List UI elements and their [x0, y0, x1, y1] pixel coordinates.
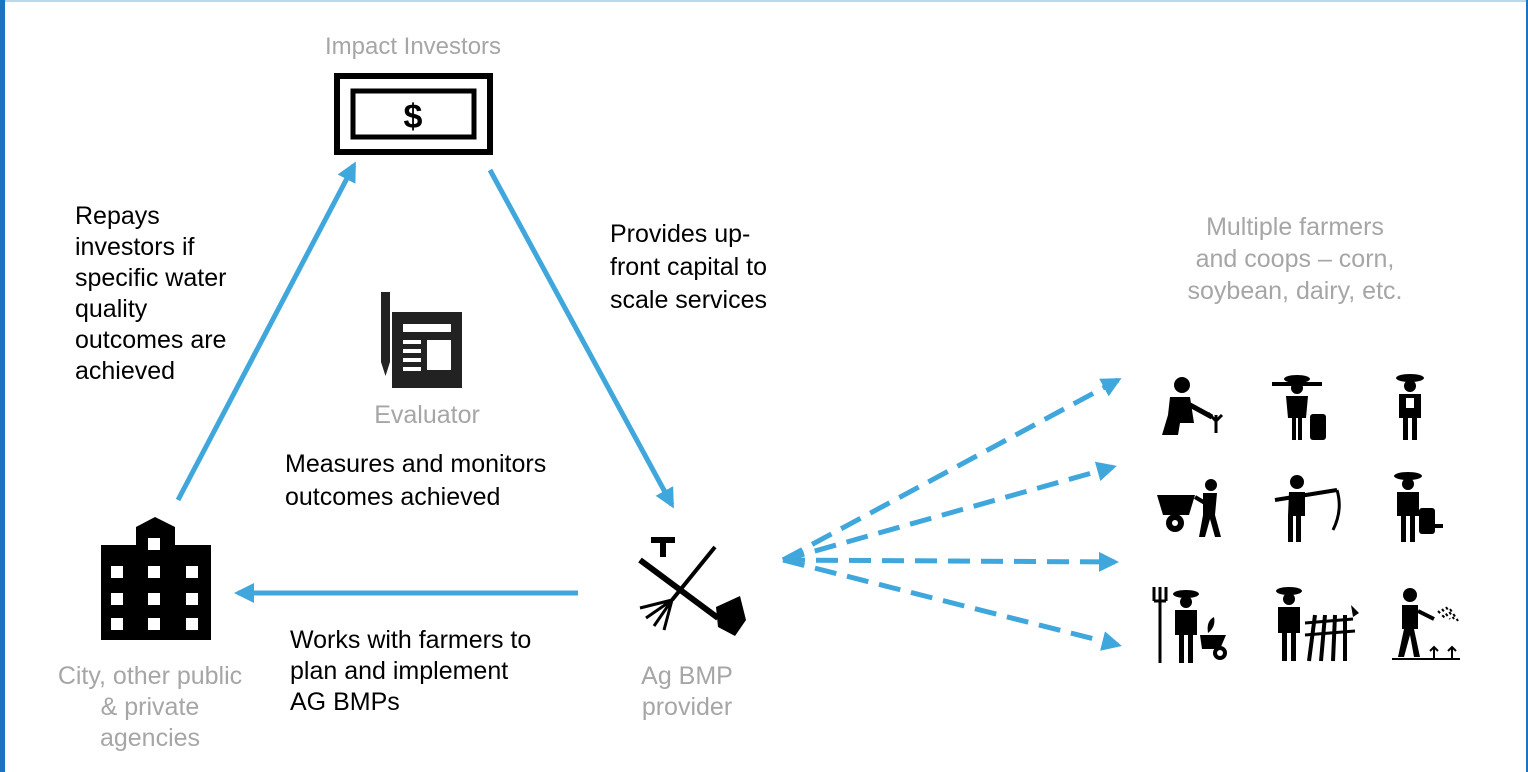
city-label: City, other public & private agencies [20, 661, 280, 754]
dashed-arrow-provider-to-farmers-row2 [782, 461, 1117, 563]
repays-label: Repays investors if specific water quali… [75, 201, 226, 387]
farmer-planting-icon [1162, 377, 1224, 435]
farmers-label-line: and coops – corn, [1195, 245, 1395, 273]
repays-label-line: investors if [75, 233, 195, 261]
farmer-watering-icon [1392, 588, 1460, 660]
measures-label: Measures and monitors outcomes achieved [285, 448, 546, 514]
impact-investors-label: Impact Investors [324, 33, 502, 60]
farmers-label-line: soybean, dairy, etc. [1187, 277, 1403, 305]
dashed-arrow-provider-to-farmers-row1 [781, 377, 1122, 563]
city-building-icon [101, 517, 211, 640]
evaluator-label: Evaluator [374, 401, 480, 429]
provider-label-line: Ag BMP [641, 662, 733, 690]
dashed-arrow-provider-to-farmers-row3 [782, 551, 1119, 572]
pitchfork-shovel-icon [622, 525, 750, 653]
document-pen-icon [381, 292, 462, 388]
repays-label-line: quality [75, 295, 148, 323]
provides-label-line: scale services [610, 286, 767, 314]
arrow-city-to-investors [175, 161, 357, 502]
left-border [0, 0, 5, 772]
repays-label-line: outcomes are [75, 326, 227, 354]
dashed-arrow-provider-to-farmers-row4 [782, 557, 1122, 651]
farmer-milk-can-icon [1394, 472, 1443, 542]
farmer-scythe-icon [1274, 475, 1341, 542]
repays-label-line: achieved [75, 357, 176, 385]
city-label-line: agencies [99, 724, 201, 752]
measures-label-line: outcomes achieved [285, 483, 501, 511]
provides-label: Provides up- front capital to scale serv… [610, 218, 767, 317]
arrow-investors-to-provider [487, 168, 675, 509]
farmer-wheelbarrow-icon [1157, 479, 1221, 537]
city-label-line: & private [100, 693, 200, 721]
works-label-line: plan and implement [290, 657, 509, 685]
provides-label-line: front capital to [610, 253, 768, 281]
farmer-standing-icon [1396, 374, 1424, 440]
repays-label-line: Repays [75, 202, 160, 230]
top-border [0, 0, 1528, 2]
money-bill-icon: $ [334, 73, 493, 155]
farmers-label: Multiple farmers and coops – corn, soybe… [1145, 211, 1445, 307]
provider-label-line: provider [641, 693, 733, 721]
provider-label: Ag BMP provider [617, 661, 757, 723]
works-label-line: Works with farmers to [290, 626, 532, 654]
repays-label-line: specific water [75, 264, 227, 292]
city-label-line: City, other public [57, 662, 243, 690]
farmer-pitchfork-icon [1152, 587, 1227, 663]
measures-label-line: Measures and monitors [285, 450, 547, 478]
farmer-carrying-icon [1272, 375, 1326, 440]
right-border [1526, 0, 1528, 772]
farmer-fence-icon [1276, 587, 1359, 662]
farmers-label-line: Multiple farmers [1206, 213, 1384, 241]
works-label: Works with farmers to plan and implement… [290, 625, 531, 718]
svg-text:$: $ [404, 98, 423, 136]
works-label-line: AG BMPs [290, 688, 400, 716]
provides-label-line: Provides up- [610, 220, 751, 248]
